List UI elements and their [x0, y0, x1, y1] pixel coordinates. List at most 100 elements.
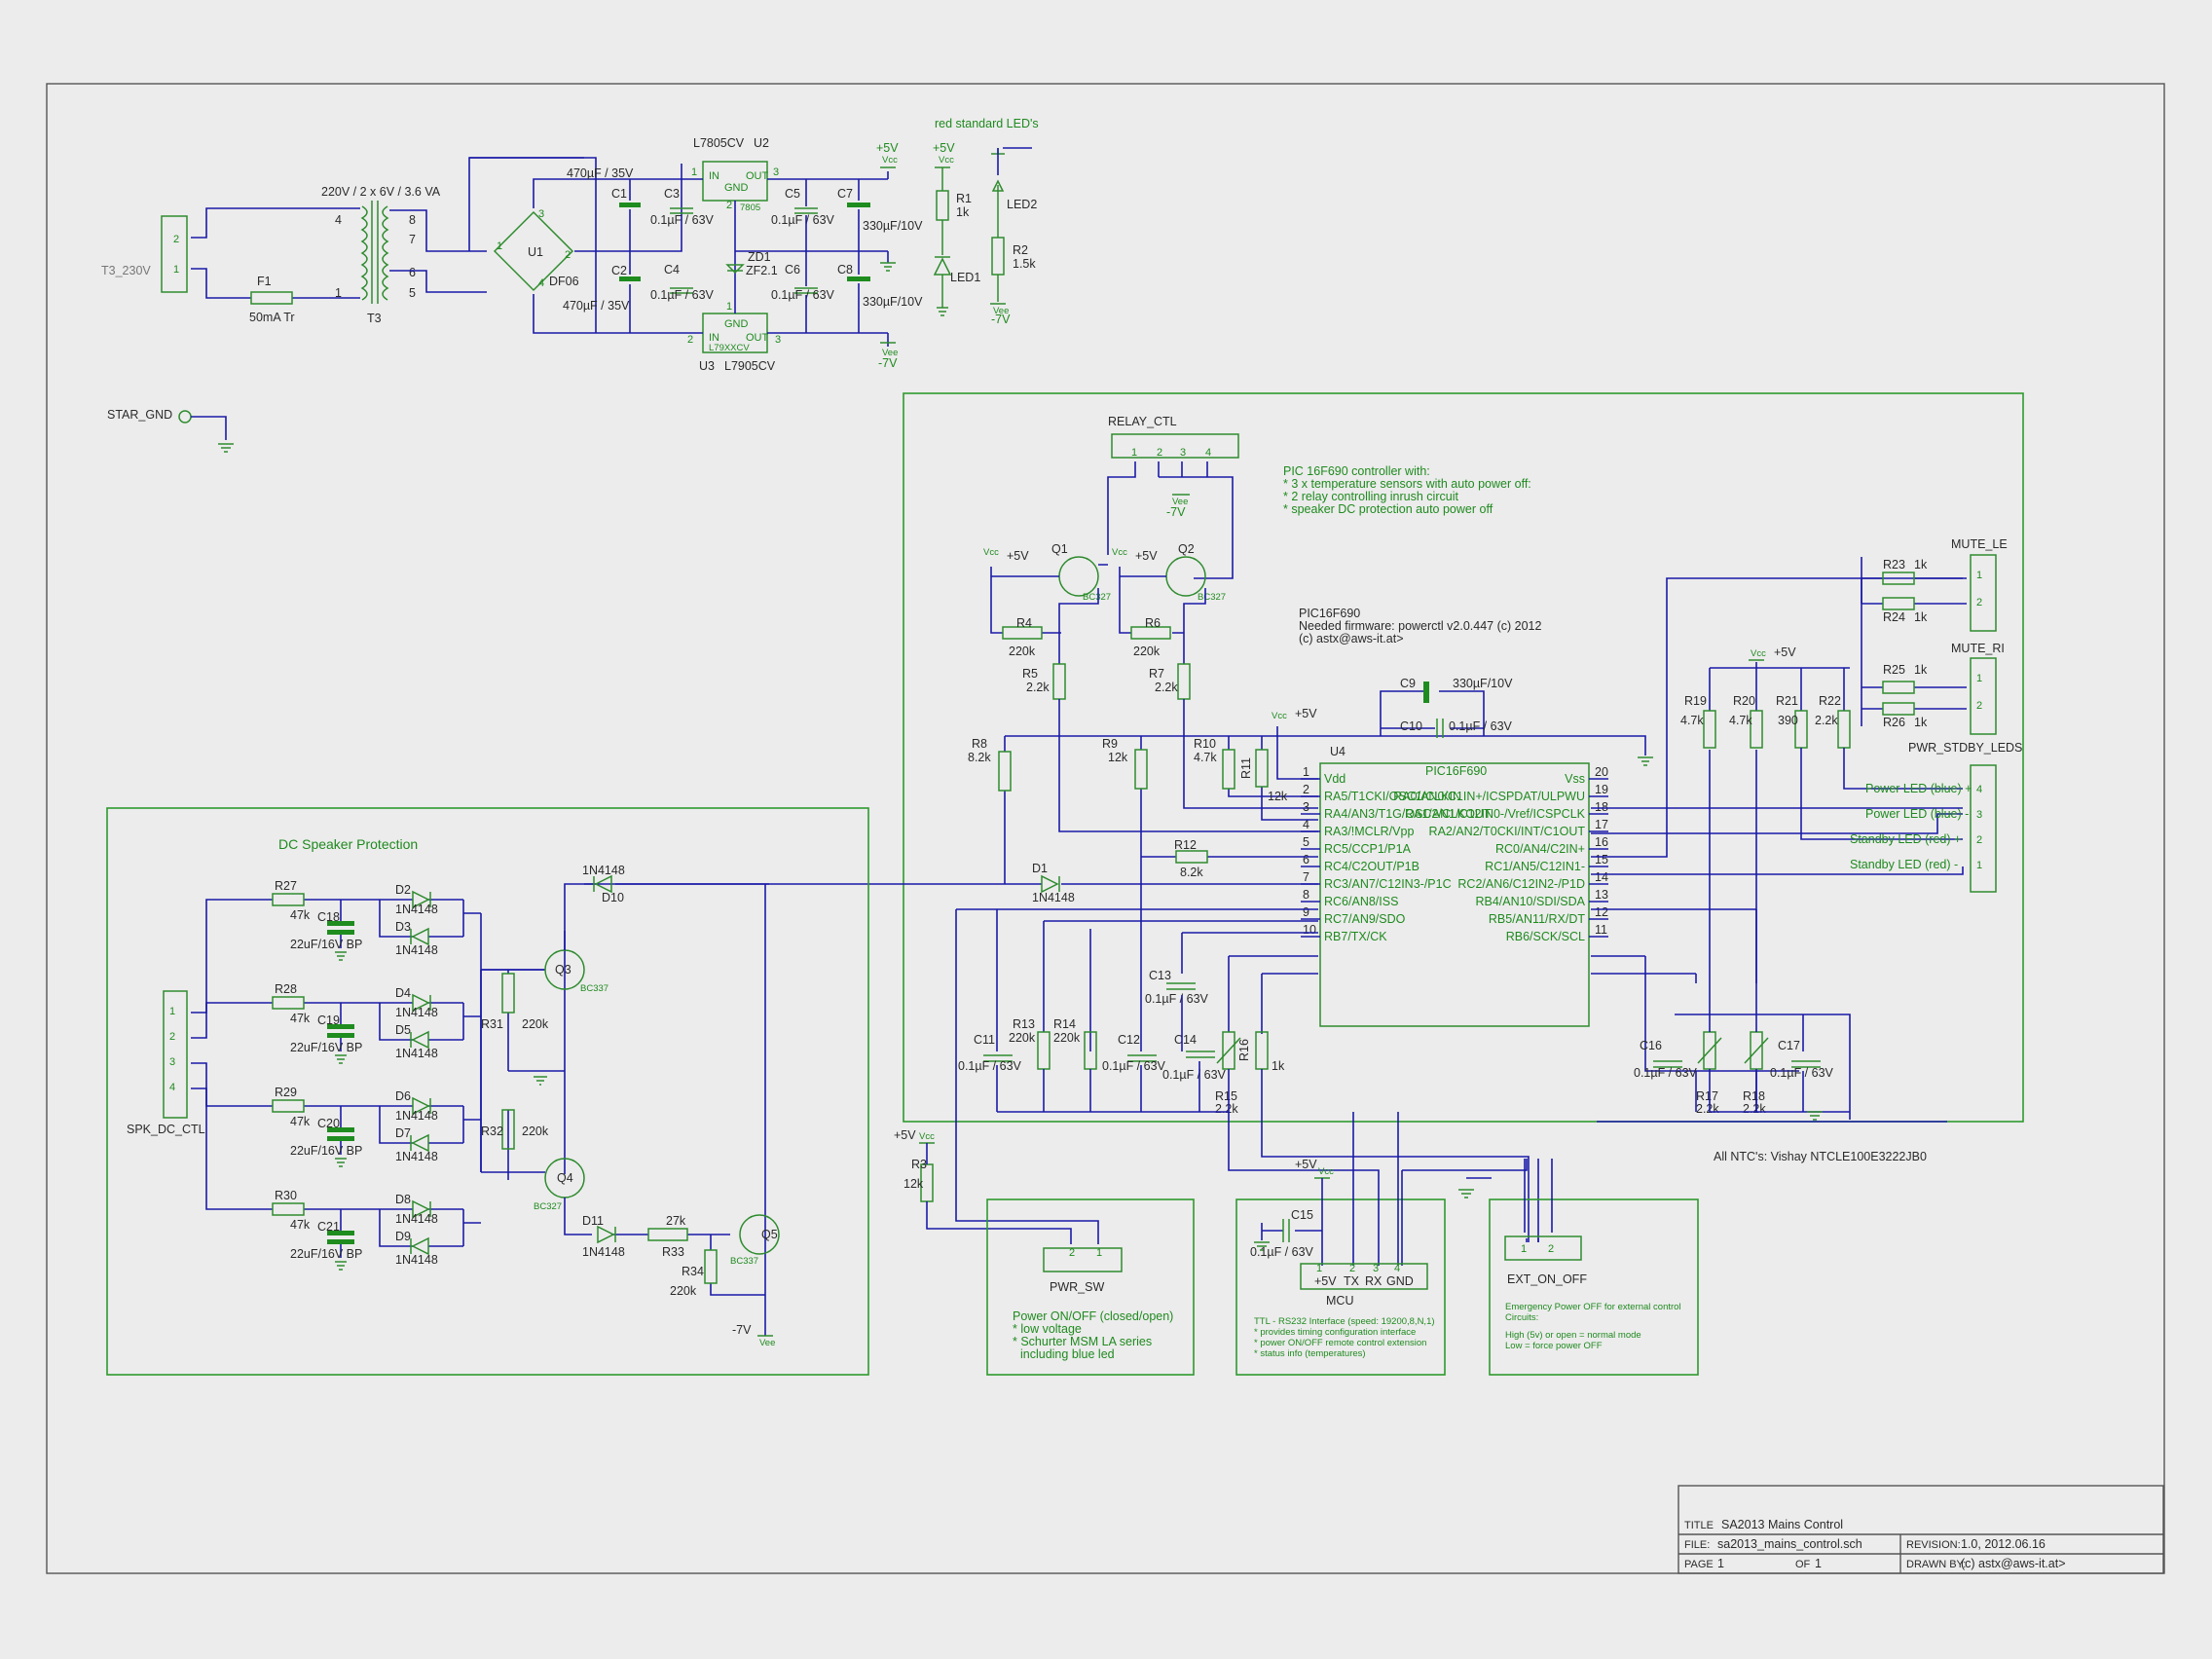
pwr-sw-desc-3: * Schurter MSM LA series: [1013, 1335, 1152, 1348]
pin-number: 2: [1303, 783, 1309, 796]
pin-number: 15: [1595, 853, 1608, 866]
r6-label: R6: [1145, 616, 1161, 630]
d11-value: 1N4148: [582, 1245, 625, 1259]
r19-5v: +5V: [1774, 645, 1796, 659]
diode-label: D4: [395, 986, 411, 1000]
transformer-connector-label: T3_230V: [101, 264, 151, 277]
mcu-desc-1: TTL - RS232 Interface (speed: 19200,8,N,…: [1254, 1316, 1435, 1327]
spk-dc-ctl-connector: [163, 990, 188, 1119]
c11-label: C11: [974, 1033, 995, 1047]
fuse-label: F1: [257, 275, 272, 288]
resistor-r30: [272, 1202, 305, 1216]
pin-label: RC1/AN5/C12IN1-: [1485, 860, 1585, 873]
mcu-vcc: Vcc: [1272, 711, 1287, 721]
diode-value: 1N4148: [395, 1006, 438, 1019]
r4-value: 220k: [1009, 645, 1036, 658]
pin-label: RC6/AN8/ISS: [1324, 895, 1398, 908]
q1-part: BC327: [1083, 592, 1111, 603]
resistor-r9: [1134, 749, 1148, 790]
of-value: 1: [1815, 1557, 1822, 1570]
led-title: red standard LED's: [935, 117, 1039, 130]
relay-connector-label: RELAY_CTL: [1108, 415, 1177, 428]
r15-label: R15: [1215, 1089, 1237, 1103]
mute-ri-label: MUTE_RI: [1951, 642, 2005, 655]
transformer-secondary: [382, 205, 389, 301]
diode-symbol: [410, 927, 429, 946]
power-supply-section: 21 T3_230V F1 50mA Tr 41 87 65 220V / 2 …: [101, 117, 1039, 373]
d1-value: 1N4148: [1032, 891, 1075, 904]
c10-label: C10: [1400, 719, 1422, 733]
mute-le-label: MUTE_LE: [1951, 537, 2008, 551]
r19-value: 4.7k: [1680, 714, 1704, 727]
u3-name: L7905CV: [724, 359, 776, 373]
diode-value: 1N4148: [395, 1047, 438, 1060]
svg-text:4: 4: [1394, 1263, 1400, 1274]
cap-c14: [1186, 1051, 1215, 1058]
c10-value: 0.1µF / 63V: [1449, 719, 1513, 733]
diode-value: 1N4148: [395, 1212, 438, 1226]
diode-symbol: [412, 1199, 431, 1219]
pin-number: 1: [1303, 765, 1309, 779]
mcu-connector-label: MCU: [1326, 1294, 1353, 1308]
u2-body: 7805: [740, 203, 760, 213]
mcu-desc-3: * power ON/OFF remote control extension: [1254, 1338, 1426, 1348]
svg-text:1: 1: [1976, 570, 1982, 581]
svg-text:4: 4: [538, 277, 544, 289]
diode-d10: [593, 874, 612, 894]
svg-text:2: 2: [687, 334, 693, 346]
title-label: TITLE: [1684, 1520, 1714, 1531]
c20-label: C20: [317, 1117, 340, 1130]
mcu-pin-gnd: GND: [1386, 1274, 1414, 1288]
cap-c18-bottom: [327, 930, 354, 935]
c6-label: C6: [785, 263, 800, 276]
pin-label: Vdd: [1324, 772, 1346, 786]
pin-number: 4: [1303, 818, 1309, 831]
r10-label: R10: [1194, 737, 1216, 751]
c15-label: C15: [1291, 1208, 1313, 1222]
diode-symbol: [410, 1133, 429, 1153]
u3-gnd-pin: GND: [724, 318, 749, 330]
svg-text:3: 3: [538, 208, 544, 220]
relay-desc-line-1: PIC 16F690 controller with:: [1283, 464, 1430, 478]
diode-d1: [1041, 874, 1060, 894]
ntc-note: All NTC's: Vishay NTCLE100E3222JB0: [1714, 1150, 1927, 1163]
svg-text:1: 1: [1976, 860, 1982, 871]
svg-text:2: 2: [1349, 1263, 1355, 1274]
revision-label: REVISION:: [1906, 1539, 1961, 1551]
pin-label: RC0/AN4/C2IN+: [1495, 842, 1585, 856]
u2-name: L7805CV: [693, 136, 745, 150]
diode-symbol: [412, 890, 431, 909]
speaker-section-box: [106, 807, 869, 1376]
pin-label: RC5/CCP1/P1A: [1324, 842, 1412, 856]
q2-5v: +5V: [1135, 549, 1158, 563]
sheet-frame: [46, 83, 2165, 1574]
c16-label: C16: [1640, 1039, 1662, 1052]
r25-value: 1k: [1914, 663, 1928, 677]
r22-value: 2.2k: [1815, 714, 1838, 727]
svg-text:3: 3: [1976, 809, 1982, 821]
svg-text:3: 3: [775, 334, 781, 346]
q5-part: BC337: [730, 1256, 758, 1267]
resistor-r27: [272, 893, 305, 906]
svg-text:1: 1: [169, 1006, 175, 1017]
r11-value: 12k: [1268, 790, 1288, 803]
pin-number: 3: [1303, 800, 1309, 814]
led2-label: LED2: [1007, 198, 1037, 211]
pin-label: RA5/T1CKI/OSC1/CLKIN: [1324, 790, 1461, 803]
fuse-f1: [250, 291, 293, 305]
r32-label: R32: [481, 1124, 503, 1138]
cap-c20-top: [327, 1127, 354, 1132]
resistor-r23: [1882, 571, 1915, 585]
file-value: sa2013_mains_control.sch: [1717, 1537, 1862, 1551]
star-gnd: STAR_GND: [107, 408, 234, 453]
pin-number: 5: [1303, 835, 1309, 849]
d1-label: D1: [1032, 862, 1048, 875]
mcu-info-line-2: Needed firmware: powerctl v2.0.447 (c) 2…: [1299, 619, 1541, 633]
q2-part: BC327: [1198, 592, 1226, 603]
drawn-value: (c) astx@aws-it.at>: [1961, 1557, 2066, 1570]
rail-vee-label: Vee: [882, 348, 898, 358]
q3-label: Q3: [555, 963, 571, 977]
stdby-led-plus: Standby LED (red) +: [1850, 832, 1961, 846]
svg-text:2: 2: [565, 249, 571, 261]
